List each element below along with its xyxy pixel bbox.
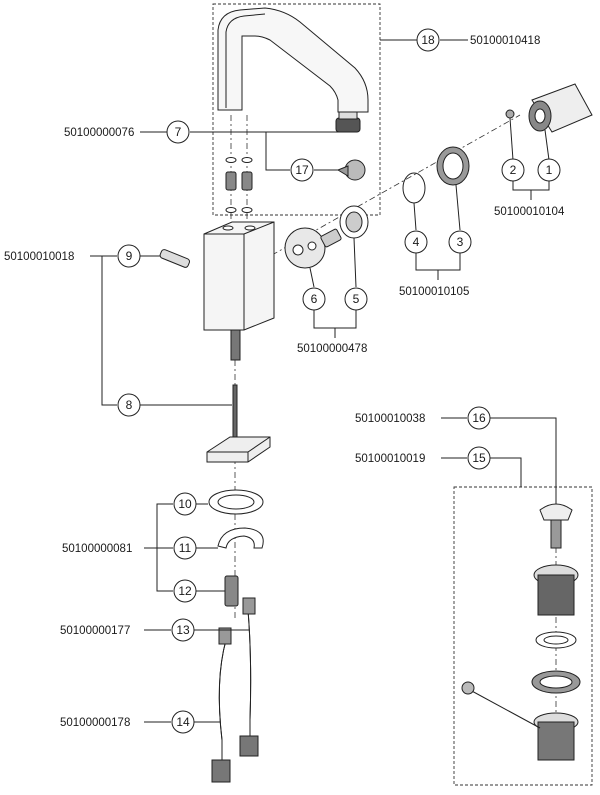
svg-text:8: 8: [126, 398, 133, 412]
svg-text:9: 9: [126, 249, 133, 263]
part-number-label: 50100010019: [355, 453, 425, 465]
spout-group-box: [212, 3, 381, 216]
svg-text:10: 10: [178, 497, 192, 511]
callout-16: 16: [467, 406, 491, 430]
fixing-nut-part: [224, 575, 239, 607]
part-number-label: 50100000081: [62, 543, 132, 555]
horseshoe-part: [217, 527, 264, 549]
svg-text:1: 1: [546, 163, 553, 177]
leader-line: [509, 117, 514, 161]
leader-line: [544, 129, 550, 161]
callout-10: 10: [173, 492, 197, 516]
spout-part: [217, 7, 369, 133]
callout-12: 12: [173, 579, 197, 603]
part-number-label: 50100000076: [64, 127, 134, 139]
o-ring-part: [402, 172, 426, 204]
callout-4: 4: [404, 230, 428, 254]
part-number-label: 50100010038: [355, 413, 425, 425]
svg-text:3: 3: [457, 235, 464, 249]
part-number-label: 50100000177: [60, 625, 130, 637]
drain-parts: [461, 503, 581, 761]
part-number-label: 50100000478: [297, 343, 367, 355]
callout-11: 11: [173, 536, 197, 560]
svg-text:4: 4: [413, 235, 420, 249]
callout-6: 6: [302, 287, 326, 311]
leader-line: [309, 267, 315, 288]
waste-group-box: [453, 486, 593, 786]
svg-text:7: 7: [175, 125, 182, 139]
callout-15: 15: [467, 446, 491, 470]
seal-parts: [225, 157, 253, 213]
leader-line: [101, 256, 117, 406]
part-number-label: 50100000178: [60, 717, 130, 729]
svg-text:15: 15: [472, 451, 486, 465]
svg-text:18: 18: [421, 33, 435, 47]
aerator-key-part: [336, 159, 366, 181]
callout-9: 9: [117, 244, 141, 268]
hose-parts: [211, 597, 259, 783]
callout-1: 1: [537, 158, 561, 182]
base-plate-part: [206, 384, 271, 463]
leader-line: [490, 417, 557, 504]
svg-text:5: 5: [353, 292, 360, 306]
part-number-label: 50100010018: [4, 251, 74, 263]
callout-13: 13: [171, 618, 195, 642]
callout-7: 7: [166, 120, 190, 144]
leader-line: [353, 237, 357, 288]
svg-text:16: 16: [472, 411, 486, 425]
leader-line: [265, 132, 290, 171]
part-number-label: 50100010105: [399, 286, 469, 298]
washer-part: [208, 489, 264, 515]
leader-line: [415, 253, 461, 271]
leader-line: [313, 310, 357, 329]
handle-ring-part: [436, 146, 470, 186]
mixer-body-part: [203, 221, 275, 361]
part-number-label: 50100010104: [494, 206, 565, 218]
part-number-label: 50100010418: [470, 35, 540, 47]
leader-line: [455, 184, 461, 231]
cartridge-part: [284, 227, 342, 269]
callout-17: 17: [290, 158, 314, 182]
callout-14: 14: [171, 710, 195, 734]
handle-part: [505, 83, 593, 133]
svg-text:11: 11: [179, 541, 192, 555]
svg-text:17: 17: [295, 163, 309, 177]
callout-5: 5: [344, 287, 368, 311]
svg-text:6: 6: [311, 292, 318, 306]
leader-line: [413, 202, 417, 231]
callout-18: 18: [416, 28, 440, 52]
pin-part: [159, 249, 191, 268]
nut-part: [339, 205, 369, 239]
svg-text:13: 13: [176, 623, 190, 637]
leader-line: [490, 457, 522, 487]
callout-8: 8: [117, 393, 141, 417]
callout-2: 2: [501, 158, 525, 182]
leader-line: [512, 181, 550, 191]
svg-text:12: 12: [178, 584, 192, 598]
callout-3: 3: [448, 230, 472, 254]
svg-text:14: 14: [176, 715, 190, 729]
svg-text:2: 2: [510, 163, 517, 177]
